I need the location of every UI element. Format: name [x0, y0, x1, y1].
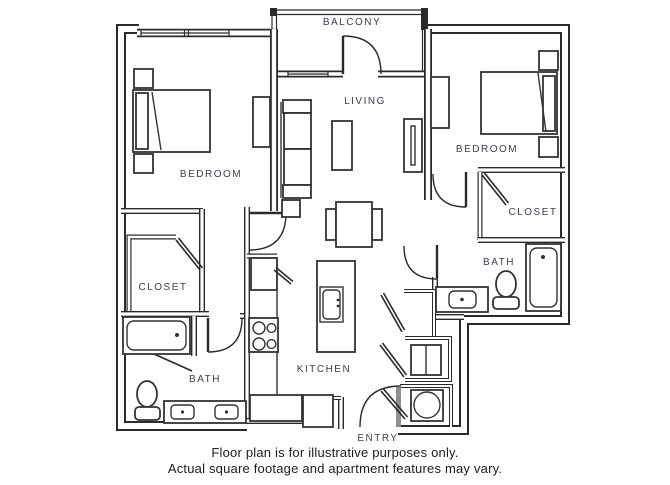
- laundry-closet-door: [379, 342, 408, 378]
- counter-cabinet: [249, 394, 303, 422]
- kitchen-fixtures: [248, 257, 356, 428]
- bathtub-icon: [525, 243, 562, 312]
- wall: [398, 26, 568, 433]
- bath-left-door: [153, 317, 243, 372]
- bedroom-right-door: [432, 172, 468, 208]
- bedroom-left-door: [248, 211, 287, 251]
- stove-icon: [248, 317, 279, 353]
- railing-post: [421, 8, 428, 30]
- disclaimer-line-2: Actual square footage and apartment feat…: [168, 461, 502, 476]
- wall: [126, 234, 176, 316]
- room-label-closet-right: CLOSET: [508, 207, 557, 218]
- washer-icon: [410, 389, 444, 422]
- dresser-icon: [252, 96, 271, 148]
- toilet-icon: [134, 380, 161, 421]
- nightstand-icon: [133, 68, 154, 89]
- vanity-sink-icon: [163, 400, 247, 424]
- room-label-bedroom-right: BEDROOM: [456, 144, 518, 155]
- bed-icon: [132, 89, 211, 153]
- tv-console-icon: [403, 118, 423, 173]
- wall: [118, 26, 247, 429]
- windows: [140, 29, 430, 78]
- window: [140, 29, 230, 37]
- vanity-sink-icon: [435, 286, 489, 313]
- window: [276, 70, 430, 78]
- room-label-kitchen: KITCHEN: [297, 364, 351, 375]
- nightstand-icon: [538, 136, 559, 158]
- wall: [400, 385, 452, 427]
- bathtub-icon: [122, 316, 191, 355]
- dining-table-icon: [325, 201, 383, 248]
- sink-icon: [319, 286, 344, 323]
- bath-right-door: [403, 245, 439, 280]
- wall: [127, 235, 176, 316]
- room-label-bath-left: BATH: [189, 374, 221, 385]
- dresser-icon: [430, 76, 450, 129]
- end-table-icon: [281, 199, 301, 218]
- closet-left-door: [175, 237, 204, 271]
- room-label-living: LIVING: [344, 96, 386, 107]
- railing-post: [270, 8, 277, 16]
- closet-right-door: [481, 172, 510, 206]
- wall: [404, 289, 436, 337]
- pantry-door: [380, 292, 406, 333]
- room-label-closet-left: CLOSET: [138, 282, 187, 293]
- doors: [153, 35, 510, 428]
- kitchen-island: [316, 260, 356, 353]
- disclaimer-text: Floor plan is for illustrative purposes …: [168, 445, 502, 476]
- room-labels: BALCONY LIVING BEDROOM BEDROOM CLOSET CL…: [138, 17, 557, 444]
- interior-walls: [121, 29, 565, 429]
- balcony-door: [341, 35, 382, 75]
- nightstand-icon: [538, 50, 559, 71]
- disclaimer-line-1: Floor plan is for illustrative purposes …: [211, 445, 458, 460]
- coffee-table-icon: [331, 120, 353, 171]
- room-label-balcony: BALCONY: [323, 17, 381, 28]
- room-label-bedroom-left: BEDROOM: [180, 169, 242, 180]
- pantry-cabinet: [250, 257, 294, 291]
- room-label-bath-right: BATH: [483, 257, 515, 268]
- bath-right-fixtures: [435, 243, 562, 313]
- refrigerator-icon: [302, 394, 334, 428]
- wall: [404, 290, 435, 337]
- bed-icon: [480, 71, 558, 135]
- wall: [405, 337, 451, 381]
- living-furniture: [280, 99, 423, 248]
- washer-dryer-icon: [410, 344, 442, 376]
- bedroom-right-furniture: [430, 50, 559, 158]
- sofa-icon: [280, 99, 312, 199]
- room-label-entry: ENTRY: [357, 433, 398, 444]
- bath-left-fixtures: [122, 316, 247, 424]
- laundry-fixtures: [410, 344, 444, 422]
- entry-door: [359, 385, 409, 428]
- nightstand-icon: [133, 153, 154, 174]
- toilet-icon: [492, 270, 520, 310]
- bedroom-left-furniture: [132, 68, 271, 174]
